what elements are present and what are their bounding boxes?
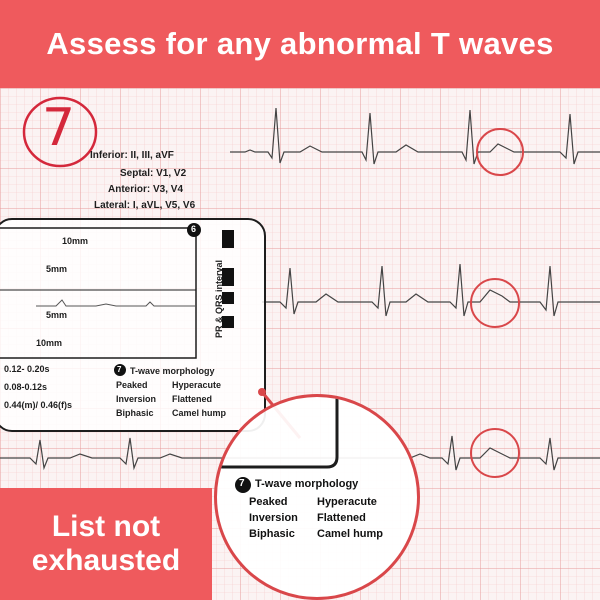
twave-title: T-wave morphology [130,366,215,376]
ruler-graphics [0,223,234,376]
title-banner: Assess for any abnormal T waves [0,0,600,88]
caption-banner: List not exhausted [0,488,212,600]
t-wave-circle-2 [470,278,520,328]
caption-text: List not exhausted [31,510,181,577]
qrs-range: 0.08-0.12s [4,382,48,392]
t-wave-circle-1 [476,128,524,176]
step-number-marker: 7 [20,92,100,172]
magnifier-item: Flattened [317,512,366,524]
magnifier-graphics [217,397,339,493]
scale-10mm-bottom: 10mm [36,338,63,348]
qt-values: 0.44(m)/ 0.46(f)s [4,400,73,410]
twave-badge: 7 [117,365,122,374]
lead-lateral: Lateral: I, aVL, V5, V6 [94,200,196,211]
ecg-trace-2 [262,263,600,317]
hand-drawn-circle-icon [22,96,98,168]
ecg-ruler-card: 10mm 5mm 5mm 10mm 6 PR & QRS interval 0.… [0,218,266,432]
magnifier-item: Inversion [249,512,298,524]
banner-title: Assess for any abnormal T waves [46,26,554,61]
ruler-badge: 6 [191,224,197,234]
magnifier-badge: 7 [239,478,245,489]
scale-5mm-top: 5mm [46,264,68,274]
twave-item: Inversion [116,394,157,404]
pr-range: 0.12- 0.20s [4,364,50,374]
magnifier-lens: 7 T-wave morphology Peaked Hyperacute In… [214,394,420,600]
t-wave-circle-3 [470,428,520,478]
twave-item: Biphasic [116,408,154,418]
twave-item: Peaked [116,380,148,390]
pr-qrs-label: PR & QRS interval [214,259,224,338]
magnifier-item: Peaked [249,496,288,508]
magnifier-item: Hyperacute [317,496,377,508]
lead-anterior: Anterior: V3, V4 [108,184,184,195]
twave-item: Flattened [172,394,213,404]
scale-5mm-bottom: 5mm [46,310,68,320]
magnifier-title: T-wave morphology [255,478,359,490]
magnifier-item: Biphasic [249,528,295,540]
step-number: 7 [42,98,76,158]
twave-item: Hyperacute [172,380,222,390]
magnifier-item: Camel hump [317,528,384,540]
lead-septal: Septal: V1, V2 [120,168,187,179]
scale-10mm-top: 10mm [62,236,89,246]
lead-inferior: Inferior: II, III, aVF [90,150,174,161]
twave-item: Camel hump [172,408,227,418]
